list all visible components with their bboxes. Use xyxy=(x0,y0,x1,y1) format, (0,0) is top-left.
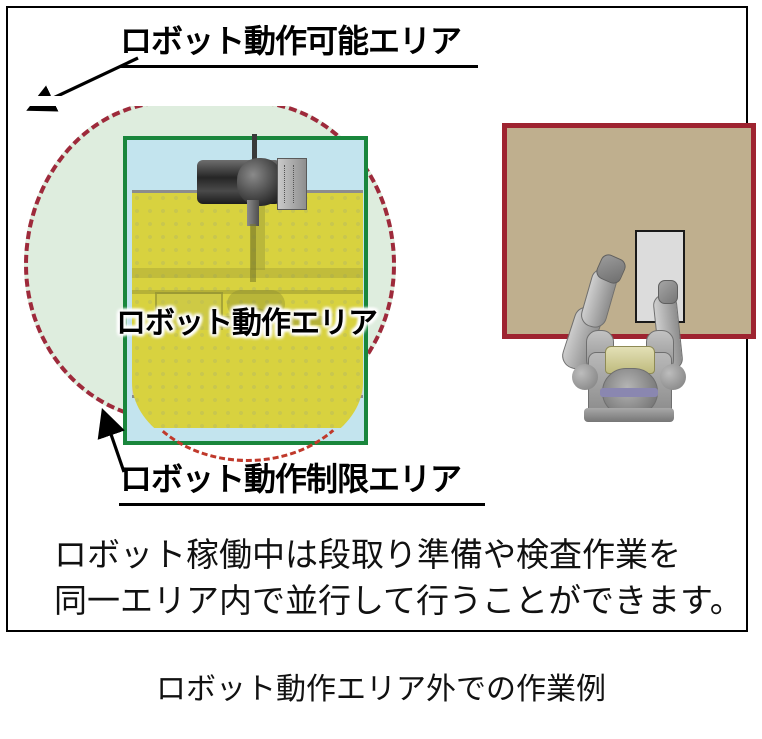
robot-belt xyxy=(600,388,658,397)
robot-right-knob xyxy=(660,364,686,390)
ghost-robot-arm-upper xyxy=(227,290,285,318)
callout-reachable-area-label: ロボット動作可能エリア xyxy=(120,23,462,59)
callout-reachable-area-underline xyxy=(120,65,478,68)
figure-caption: ロボット動作エリア外での作業例 xyxy=(156,673,606,706)
callout-restricted-area-underline xyxy=(119,503,485,506)
robot-left-knob xyxy=(572,364,598,390)
callout-restricted-area-label: ロボット動作制限エリア xyxy=(120,461,462,497)
machine-head-icon xyxy=(189,134,319,282)
arrow-to-restricted-area-icon xyxy=(97,407,126,473)
robot-right-hand xyxy=(658,280,678,304)
boundary-top-mask xyxy=(20,96,402,106)
machine-head-lens xyxy=(237,158,283,206)
machine-head-plate xyxy=(277,158,307,210)
body-line-2: 同一エリア内で並行して行うことができます。 xyxy=(54,582,743,619)
robot-reach-arc-line xyxy=(130,328,365,462)
machine-head-tool xyxy=(250,224,256,282)
body-line-1: ロボット稼働中は段取り準備や検査作業を xyxy=(54,536,681,573)
left-diagram: ロボット動作エリア xyxy=(16,90,416,465)
machine-enclosure xyxy=(123,134,368,462)
inspection-table xyxy=(502,123,756,339)
ghost-rail xyxy=(132,268,363,278)
robot-foot xyxy=(584,408,674,422)
ghost-rail-secondary xyxy=(132,290,363,294)
callout-operating-area-label: ロボット動作エリア xyxy=(116,307,378,340)
callout-restricted-area: ロボット動作制限エリア xyxy=(119,460,500,512)
callout-reachable-area: ロボット動作可能エリア xyxy=(120,22,488,74)
ghost-robot-arm-left xyxy=(209,316,253,328)
machine-head-mast xyxy=(252,134,257,162)
machine-head-shaft xyxy=(247,200,259,226)
figure-panel: ロボット動作可能エリア xyxy=(6,6,756,632)
ghost-robot-arm-right xyxy=(273,316,325,325)
humanoid-robot-icon xyxy=(558,251,694,460)
right-scene xyxy=(498,120,756,468)
body-paragraph: ロボット稼働中は段取り準備や検査作業を 同一エリア内で並行して行うことができます… xyxy=(54,532,743,624)
